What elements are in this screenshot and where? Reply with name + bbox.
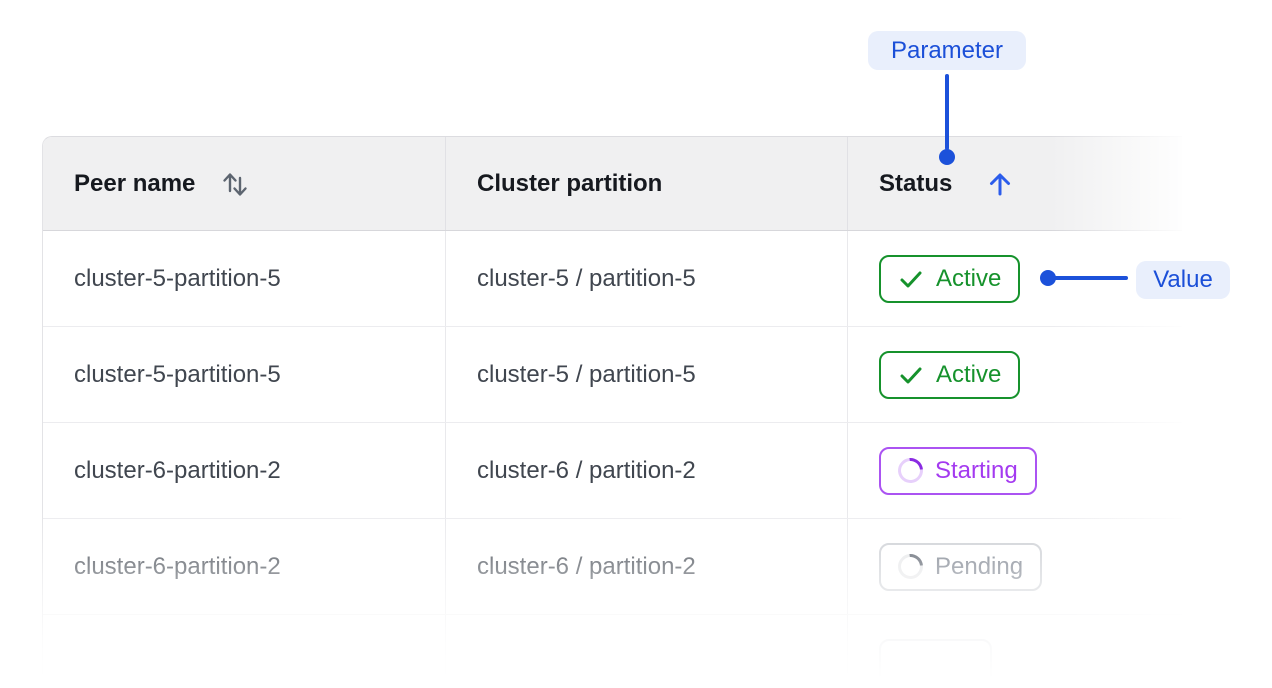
value-callout-line xyxy=(1052,276,1128,280)
cluster-partition-cell: cluster-5 / partition-5 xyxy=(446,231,848,326)
check-icon xyxy=(900,271,922,287)
peers-table: Peer name Cluster partition Status xyxy=(42,136,1182,688)
peer-name-cell: cluster-5-partition-5 xyxy=(43,231,446,326)
table-row: cluster-5-partition-5 cluster-5 / partit… xyxy=(43,231,1182,327)
status-badge: Active xyxy=(879,350,1021,399)
value-callout: Value xyxy=(1136,261,1230,299)
status-badge: Starting xyxy=(879,446,1037,495)
status-cell: Active xyxy=(848,327,1181,422)
peer-name-cell: cluster-6-partition-2 xyxy=(43,519,446,614)
cluster-partition-cell: cluster-6 / partition-2 xyxy=(446,519,848,614)
table-row: cluster-6-partition-2 cluster-6 / partit… xyxy=(43,519,1182,615)
parameter-callout-dot xyxy=(939,149,955,165)
spinner-icon xyxy=(892,548,929,585)
status-cell xyxy=(848,615,1181,688)
status-badge: Active xyxy=(879,254,1021,303)
column-header-peer-name[interactable]: Peer name xyxy=(43,137,446,230)
status-badge: Pending xyxy=(879,542,1043,591)
parameter-callout: Parameter xyxy=(868,31,1026,70)
peer-name-cell xyxy=(43,615,446,688)
column-header-cluster-partition: Cluster partition xyxy=(446,137,848,230)
table-row xyxy=(43,615,1182,688)
status-cell: Pending xyxy=(848,519,1181,614)
peer-name-cell: cluster-5-partition-5 xyxy=(43,327,446,422)
status-badge xyxy=(879,638,992,687)
check-icon xyxy=(900,367,922,383)
table-header-row: Peer name Cluster partition Status xyxy=(43,137,1182,231)
peer-name-cell: cluster-6-partition-2 xyxy=(43,423,446,518)
sort-ascending-icon[interactable] xyxy=(986,168,1014,200)
table-row: cluster-5-partition-5 cluster-5 / partit… xyxy=(43,327,1182,423)
parameter-callout-line xyxy=(945,74,949,150)
status-label: Pending xyxy=(935,552,1024,580)
sort-both-icon[interactable] xyxy=(221,169,248,198)
cluster-partition-cell: cluster-6 / partition-2 xyxy=(446,423,848,518)
status-label: Active xyxy=(936,360,1002,388)
spinner-icon xyxy=(892,452,929,489)
column-label: Cluster partition xyxy=(477,169,663,197)
status-label: Starting xyxy=(935,456,1018,484)
cluster-partition-cell: cluster-5 / partition-5 xyxy=(446,327,848,422)
column-label: Peer name xyxy=(74,169,196,197)
status-label: Active xyxy=(936,264,1002,292)
column-header-status[interactable]: Status xyxy=(848,137,1181,230)
table-row: cluster-6-partition-2 cluster-6 / partit… xyxy=(43,423,1182,519)
status-cell: Active xyxy=(848,231,1181,326)
column-label: Status xyxy=(879,169,953,197)
status-cell: Starting xyxy=(848,423,1181,518)
cluster-partition-cell xyxy=(446,615,848,688)
